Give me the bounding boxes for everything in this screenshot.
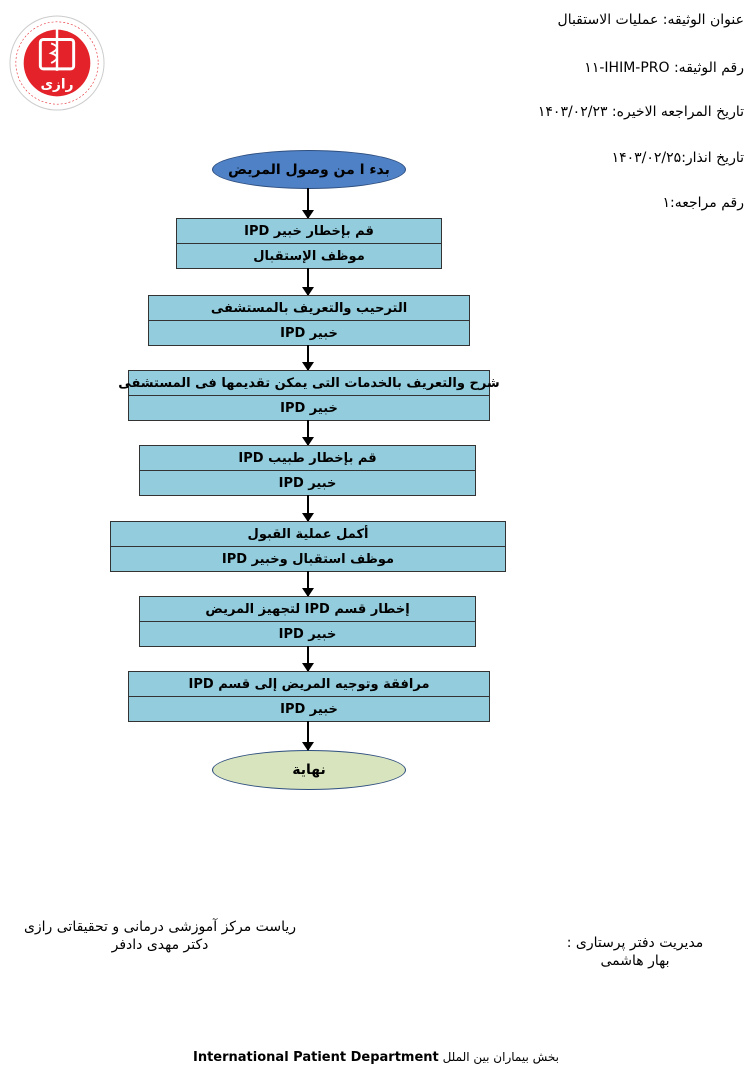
right-signature: مدیریت دفتر پرستاری : بهار هاشمی (560, 934, 710, 970)
document-title: عنوان الوثيقه: عمليات الاستقبال (557, 12, 744, 28)
step-action: مرافقة وتوجيه المريض إلى قسم IPD (188, 676, 430, 692)
flow-start: بدء ا من وصول المريض (212, 150, 406, 189)
footer-english: International Patient Department (193, 1050, 439, 1065)
step-action: أكمل عملية القبول (247, 526, 369, 542)
step-action: قم بإخطار خبير IPD (244, 223, 374, 239)
footer-persian: بخش بیماران بین الملل (442, 1050, 559, 1064)
flow-step: أكمل عملية القبول موظف استقبال وخبير IPD (110, 521, 506, 572)
flow-end: نهاية (212, 750, 406, 790)
footer: International Patient Department بخش بیم… (0, 1050, 752, 1065)
step-actor: موظف استقبال وخبير IPD (111, 546, 505, 571)
flow-step: قم بإخطار خبير IPD موظف الإستقبال (176, 218, 442, 269)
flow-step: شرح والتعريف بالخدمات التى يمكن تقديمها … (118, 370, 500, 421)
svg-text:رازی: رازی (40, 76, 73, 92)
notice-date: تاريخ انذار:١۴٠٣/٠٢/٢۵ (611, 150, 744, 166)
step-actor: خبير IPD (140, 470, 475, 495)
last-review-date: تاريخ المراجعه الاخيره: ١۴٠٣/٠٢/٢٣ (537, 104, 744, 120)
right-signature-title: مدیریت دفتر پرستاری : (566, 935, 704, 951)
flow-arrow (302, 571, 314, 597)
step-action: قم بإخطار طبيب IPD (238, 450, 377, 466)
document-number: رقم الوثيقه: IHIM-PRO-١١ (584, 60, 744, 76)
step-action: شرح والتعريف بالخدمات التى يمكن تقديمها … (118, 375, 500, 391)
razi-hospital-logo: رازی (9, 15, 105, 111)
right-signature-name: بهار هاشمی (600, 953, 670, 969)
flow-step: الترحيب والتعريف بالمستشفى خبير IPD (148, 295, 470, 346)
flow-arrow (302, 188, 314, 219)
left-signature-title: رياست مرکز آموزشی درمانی و تحقیقاتی رازی (23, 919, 297, 935)
flow-arrow (302, 721, 314, 751)
left-signature: رياست مرکز آموزشی درمانی و تحقیقاتی رازی… (20, 918, 300, 954)
step-actor: خبير IPD (129, 395, 489, 420)
flow-arrow (302, 646, 314, 672)
flow-arrow (302, 420, 314, 446)
step-actor: موظف الإستقبال (177, 243, 441, 268)
flow-arrow (302, 268, 314, 296)
left-signature-name: دکتر مهدی دادفر (111, 937, 209, 953)
revision-number: رقم مراجعه:١ (662, 195, 745, 211)
flow-arrow (302, 345, 314, 371)
step-actor: خبير IPD (140, 621, 475, 646)
step-actor: خبير IPD (149, 320, 469, 345)
step-action: إخطار قسم IPD لتجهيز المريض (205, 601, 410, 617)
flow-step: إخطار قسم IPD لتجهيز المريض خبير IPD (139, 596, 476, 647)
flow-step: مرافقة وتوجيه المريض إلى قسم IPD خبير IPD (128, 671, 490, 722)
flow-arrow (302, 495, 314, 522)
step-actor: خبير IPD (129, 696, 489, 721)
flow-step: قم بإخطار طبيب IPD خبير IPD (139, 445, 476, 496)
step-action: الترحيب والتعريف بالمستشفى (210, 300, 408, 316)
